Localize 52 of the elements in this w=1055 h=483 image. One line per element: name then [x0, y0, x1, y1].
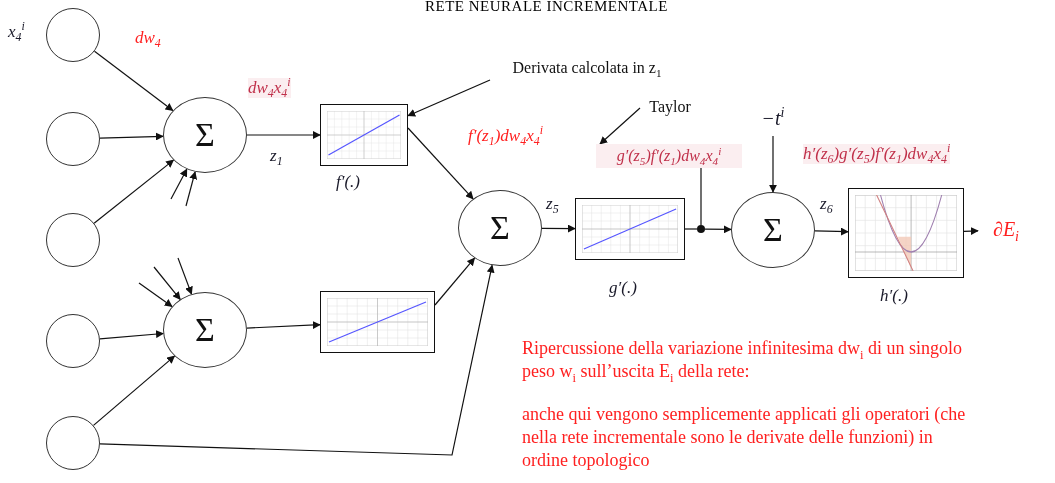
arrow: [93, 159, 175, 224]
arrow: [434, 257, 476, 306]
weight-label: dw$_{4}$: [135, 28, 161, 48]
arrow: [99, 330, 164, 340]
signal-label: z$_{5}$: [546, 194, 559, 214]
note-text: anche qui vengono semplicemente applicati gli operatori (che nella rete incrementale sono le derivate delle funzioni) in ordine topologico: [522, 403, 967, 472]
arrow: [963, 227, 979, 236]
annotation-text: Derivata calcolata in z$_{1}$: [484, 56, 690, 80]
arrow: [93, 50, 174, 112]
diagram-title: RETE NEURALE INCREMENTALE: [425, 0, 668, 15]
arrow: [138, 282, 173, 308]
signal-label: z$_{6}$: [820, 194, 833, 214]
input-neuron-circle: [46, 8, 100, 62]
arrow: [769, 135, 777, 193]
function-label: g′(.): [609, 278, 637, 298]
sigma-symbol: Σ: [763, 211, 783, 249]
leader-line: [700, 167, 702, 226]
note-text: Ripercussione della variazione infinitesima dw$_{i}$ di un singolo peso w$_{i}$ sull’uscita E$_{i}$ della rete:: [522, 337, 963, 383]
function-label: h′(.): [880, 286, 908, 306]
input-neuron-circle: [46, 213, 100, 267]
junction-dot: [697, 225, 705, 233]
arrow: [170, 168, 188, 200]
input-neuron-circle: [46, 314, 100, 368]
arrow: [704, 225, 732, 234]
arrow: [92, 355, 176, 426]
connector-line: [684, 228, 698, 230]
arrow: [541, 224, 576, 233]
arrow: [814, 227, 849, 236]
input-neuron-circle: [46, 112, 100, 166]
math-label: ∂E$_{i}$: [978, 217, 1034, 243]
signal-label: z$_{1}$: [270, 146, 283, 166]
function-label: f′(.): [336, 172, 360, 192]
arrow: [246, 321, 321, 330]
sigma-symbol: Σ: [490, 209, 510, 247]
arrow: [185, 171, 198, 207]
function-plot-box: [848, 188, 964, 278]
arrow: [153, 266, 181, 300]
annotation-text: Taylor: [640, 95, 700, 117]
math-label: −t$^{i}$: [748, 106, 798, 136]
sigma-symbol: Σ: [195, 311, 215, 349]
arrow: [407, 79, 491, 117]
function-plot-box: [575, 198, 685, 260]
arrow: [599, 107, 641, 145]
arrow: [99, 132, 164, 141]
arrow: [177, 257, 193, 295]
input-neuron-circle: [46, 416, 100, 470]
arrow: [99, 264, 495, 456]
function-plot-box: [320, 104, 408, 166]
function-plot-box: [320, 291, 435, 353]
sigma-symbol: Σ: [195, 116, 215, 154]
arrow: [407, 127, 474, 200]
arrow: [246, 131, 321, 139]
